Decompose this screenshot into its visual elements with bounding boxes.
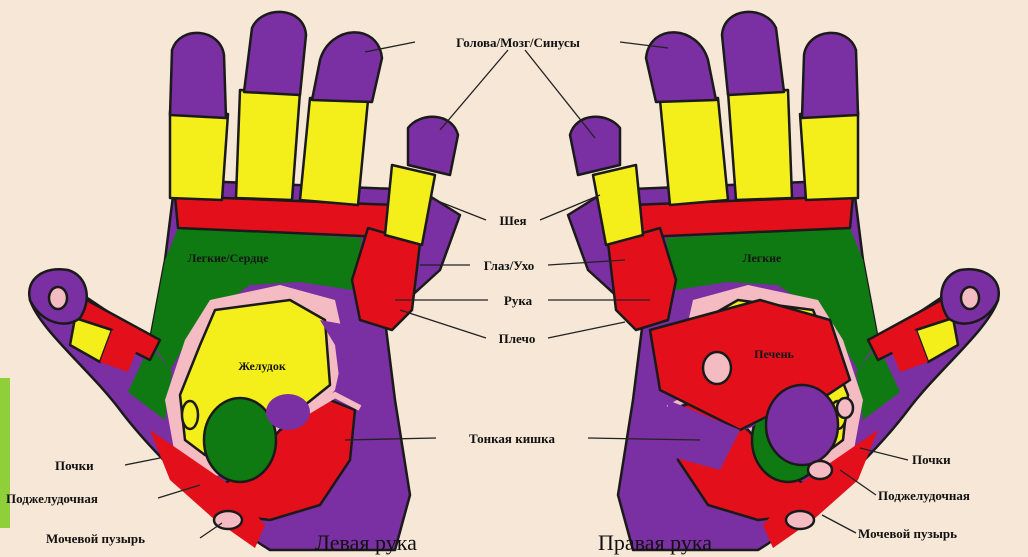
zone-label-lungs-heart: Легкие/Сердце: [187, 251, 269, 265]
label-pancreas-right: Поджелудочная: [878, 488, 970, 503]
label-small-intestine: Тонкая кишка: [469, 431, 555, 446]
caption-right-hand: Правая рука: [598, 530, 712, 555]
right-hand: [568, 12, 999, 550]
label-arm: Рука: [504, 293, 533, 308]
label-head-brain-sinuses: Голова/Мозг/Синусы: [456, 35, 580, 50]
zone-label-lungs: Легкие: [743, 251, 782, 265]
label-neck: Шея: [499, 213, 526, 228]
label-kidneys-left: Почки: [55, 458, 94, 473]
label-pancreas-left: Поджелудочная: [6, 491, 98, 506]
caption-left-hand: Левая рука: [315, 530, 417, 555]
label-bladder-right: Мочевой пузырь: [858, 526, 957, 541]
label-eye-ear: Глаз/Ухо: [484, 258, 534, 273]
zone-label-liver: Печень: [754, 347, 794, 361]
left-hand: [29, 12, 460, 550]
label-shoulder: Плечо: [499, 331, 536, 346]
label-bladder-left: Мочевой пузырь: [46, 531, 145, 546]
label-kidneys-right: Почки: [912, 452, 951, 467]
zone-label-stomach: Желудок: [238, 359, 286, 373]
